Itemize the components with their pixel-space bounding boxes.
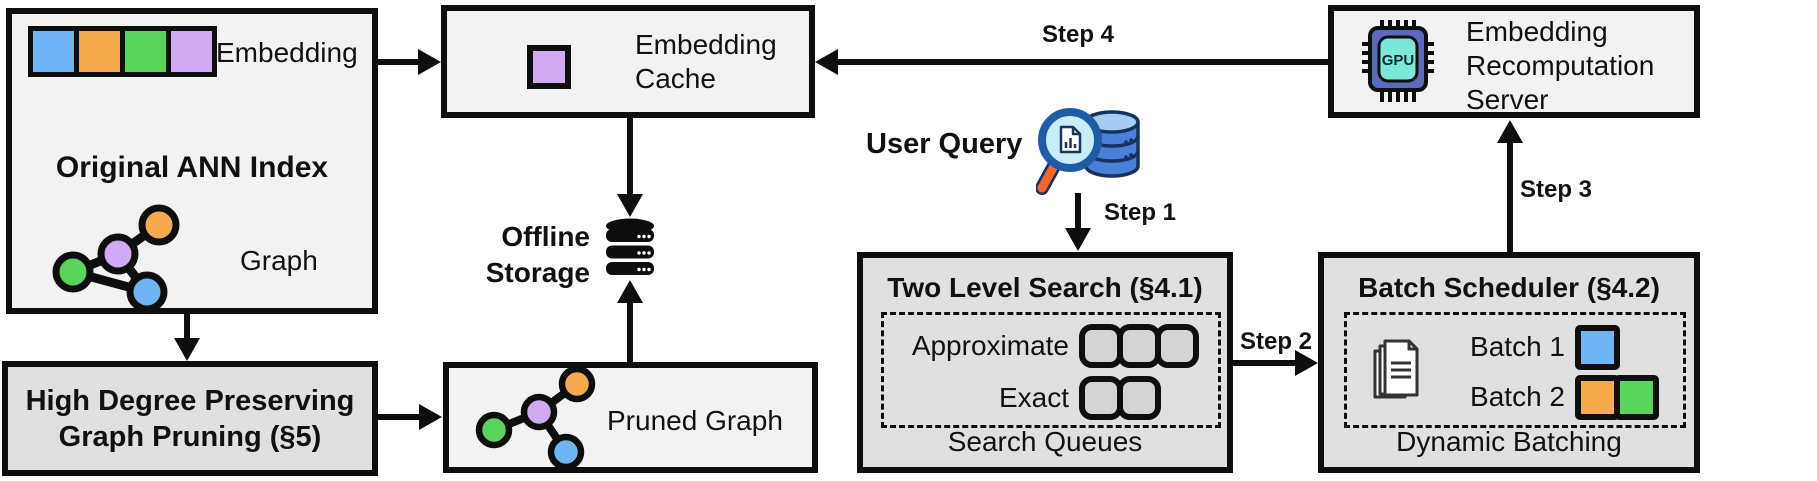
batch2-query-green bbox=[1614, 374, 1659, 420]
arrow-cache-to-storage-head bbox=[617, 194, 643, 217]
batch1-slots bbox=[1575, 324, 1620, 370]
arrow-index-to-cache-head bbox=[418, 49, 441, 75]
batch2-slots bbox=[1575, 374, 1659, 420]
embedding-cache-title: Embedding Cache bbox=[635, 28, 777, 96]
batch1-query-blue bbox=[1575, 324, 1620, 370]
dynamic-batching-panel: Batch 1 Batch 2 bbox=[1344, 312, 1686, 428]
embedding-recomputation-server-box: GPU Embedding Recomputation Server bbox=[1328, 5, 1700, 118]
exact-queue-row: Exact bbox=[884, 373, 1218, 423]
exact-label: Exact bbox=[998, 382, 1069, 413]
batch2-row: Batch 2 bbox=[1465, 373, 1659, 421]
embedding-label: Embedding bbox=[216, 37, 358, 68]
recomputation-server-title-line2: Recomputation bbox=[1466, 50, 1655, 81]
queue-slot bbox=[1155, 324, 1199, 368]
graph-pruning-title-line2: Graph Pruning (§5) bbox=[58, 420, 322, 453]
search-queues-footer: Search Queues bbox=[947, 426, 1143, 457]
embedding-cache-title-line1: Embedding bbox=[635, 29, 777, 60]
offline-storage-label-line1: Offline bbox=[501, 221, 590, 252]
queue-slot bbox=[1117, 376, 1161, 420]
graph-pruning-box: High Degree Preserving Graph Pruning (§5… bbox=[2, 361, 378, 476]
original-ann-index-box: Embedding Original ANN Index Graph bbox=[6, 8, 378, 314]
arrow-index-to-pruning-line bbox=[184, 314, 190, 340]
approximate-queue-row: Approximate bbox=[884, 321, 1218, 371]
embedding-cell-green bbox=[125, 31, 166, 72]
arrow-step1-line bbox=[1075, 193, 1081, 230]
gpu-chip-label: GPU bbox=[1382, 52, 1415, 69]
batch-scheduler-title: Batch Scheduler (§4.2) bbox=[1358, 272, 1660, 303]
exact-queue-slots bbox=[1079, 376, 1161, 420]
batch1-row: Batch 1 bbox=[1465, 323, 1620, 371]
embedding-cache-box: Embedding Cache bbox=[441, 5, 815, 118]
arrow-step4-line bbox=[836, 59, 1328, 65]
arrow-step2-line bbox=[1233, 360, 1297, 366]
step4-label: Step 4 bbox=[1042, 21, 1115, 48]
cached-embedding-icon bbox=[527, 45, 571, 89]
pruned-graph-box: Pruned Graph bbox=[443, 362, 818, 473]
queue-slot bbox=[1079, 324, 1123, 368]
two-level-search-box: Two Level Search (§4.1) Approximate Exac… bbox=[857, 252, 1233, 473]
embedding-cell-purple bbox=[171, 31, 212, 72]
arrow-step3-head bbox=[1497, 120, 1523, 143]
batch1-label: Batch 1 bbox=[1470, 331, 1565, 362]
embedding-cell-orange bbox=[79, 31, 120, 72]
original-graph-icon bbox=[52, 204, 180, 313]
approximate-label: Approximate bbox=[911, 330, 1069, 361]
recomputation-server-title-line3: Server bbox=[1466, 84, 1549, 115]
arrow-pruned-to-storage-line bbox=[627, 301, 633, 362]
two-level-search-title: Two Level Search (§4.1) bbox=[887, 272, 1203, 303]
gpu-chip-icon: GPU bbox=[1362, 20, 1434, 102]
arrow-step2-head bbox=[1295, 350, 1318, 376]
arrow-step1-head bbox=[1065, 228, 1091, 251]
arrow-index-to-pruning-head bbox=[174, 338, 200, 361]
arrow-index-to-cache-line bbox=[378, 59, 420, 65]
graph-pruning-title-line1: High Degree Preserving bbox=[25, 384, 355, 417]
arrow-pruning-to-pruned-head bbox=[419, 404, 442, 430]
batch2-label: Batch 2 bbox=[1470, 381, 1565, 412]
step3-label: Step 3 bbox=[1520, 176, 1593, 203]
embedding-vector-icon bbox=[28, 26, 217, 77]
arrow-step3-line bbox=[1507, 141, 1513, 252]
arrow-cache-to-storage-line bbox=[627, 118, 633, 196]
graph-label: Graph bbox=[240, 245, 318, 276]
step2-label: Step 2 bbox=[1240, 328, 1313, 355]
user-query-search-icon bbox=[1036, 108, 1140, 195]
pruned-graph-icon bbox=[475, 365, 596, 471]
offline-storage-database-icon bbox=[606, 218, 654, 275]
dynamic-batching-footer: Dynamic Batching bbox=[1396, 426, 1622, 457]
embedding-cell-blue bbox=[33, 31, 74, 72]
offline-storage-label-line2: Storage bbox=[485, 257, 590, 288]
approximate-queue-slots bbox=[1079, 324, 1199, 368]
user-query-label: User Query bbox=[866, 128, 1023, 160]
step1-label: Step 1 bbox=[1104, 199, 1177, 226]
arrow-pruning-to-pruned-line bbox=[378, 414, 421, 420]
arrow-pruned-to-storage-head bbox=[617, 280, 643, 303]
pruned-graph-label: Pruned Graph bbox=[607, 405, 783, 436]
original-ann-index-title: Original ANN Index bbox=[55, 151, 329, 184]
search-queues-panel: Approximate Exact bbox=[881, 312, 1221, 428]
recomputation-server-title: Embedding Recomputation Server bbox=[1466, 15, 1654, 117]
batch-scheduler-box: Batch Scheduler (§4.2) Batch 1 bbox=[1318, 252, 1700, 473]
embedding-cache-title-line2: Cache bbox=[635, 63, 716, 94]
query-documents-icon bbox=[1373, 339, 1419, 399]
offline-storage-label: Offline Storage bbox=[455, 219, 590, 291]
arrow-step4-head bbox=[815, 49, 838, 75]
recomputation-server-title-line1: Embedding bbox=[1466, 16, 1608, 47]
